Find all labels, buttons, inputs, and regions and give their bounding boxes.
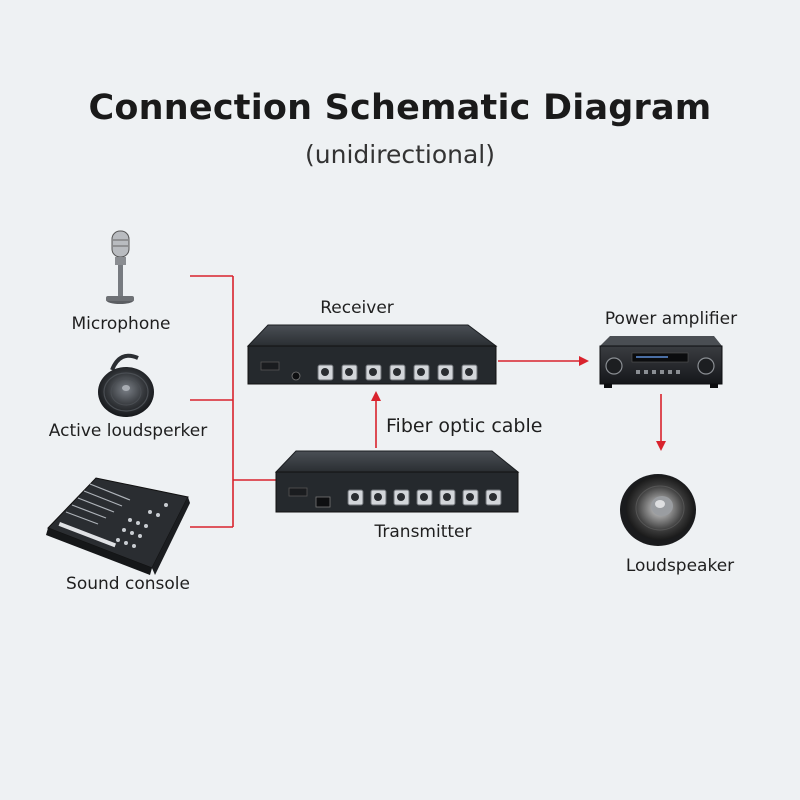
microphone-label: Microphone	[71, 314, 171, 334]
active-loudspeaker-label: Active loudsperker	[48, 421, 208, 441]
power-amplifier-icon	[599, 336, 723, 388]
receiver-label: Receiver	[320, 298, 394, 318]
receiver-device	[246, 324, 498, 385]
sound-console-label: Sound console	[66, 574, 190, 594]
receiver-xlr-ports	[317, 364, 478, 381]
transmitter-xlr-ports	[347, 489, 502, 506]
power-amplifier-label: Power amplifier	[604, 309, 738, 329]
loudspeaker-label: Loudspeaker	[625, 556, 735, 576]
fiber-optic-cable-label: Fiber optic cable	[386, 415, 543, 437]
microphone-icon	[106, 230, 134, 304]
loudspeaker-icon	[620, 474, 696, 546]
diagram-subtitle: (unidirectional)	[305, 140, 495, 169]
active-loudspeaker-icon	[98, 353, 154, 417]
source-bus-lines	[190, 275, 280, 528]
transmitter-device	[274, 450, 520, 513]
sound-console-icon	[46, 477, 190, 575]
transmitter-label: Transmitter	[374, 522, 472, 542]
diagram-title: Connection Schematic Diagram	[88, 88, 712, 128]
